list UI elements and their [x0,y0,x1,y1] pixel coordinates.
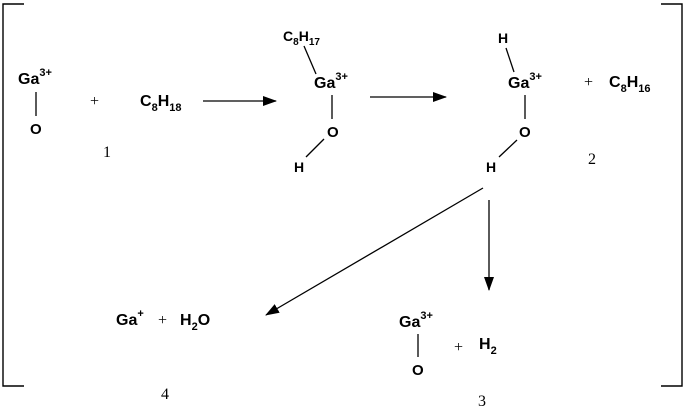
hydrogen-gas-formula: H2 [479,336,497,357]
ga-charge: 3+ [39,67,52,79]
step-label-1: 1 [103,144,111,161]
hydrogen-atom: H [294,159,304,175]
ga-symbol: Ga [18,71,39,88]
oxygen-atom: O [519,124,531,141]
step-label-4: 4 [161,386,169,403]
o-h-bond [305,138,325,158]
octane-formula: C8H18 [140,93,182,114]
octyl-group: C8H17 [283,28,320,48]
left-bracket [2,3,24,387]
step-label-2: 2 [588,151,596,168]
oxygen-atom: O [327,124,339,141]
octyl-ga-bond [303,45,317,75]
svg-text:Ga3+: Ga3+ [314,71,348,92]
step-label-3: 3 [478,393,486,408]
svg-text:Ga3+: Ga3+ [508,71,542,92]
plus-sign: + [454,339,463,356]
hydrogen-atom: H [498,30,508,46]
product-3: Ga3+ O + H2 [399,310,497,379]
arrow-to-product-4 [265,187,484,316]
octene-formula: C8H16 [609,74,651,95]
plus-sign: + [90,93,99,110]
right-bracket [661,3,683,387]
oxygen-atom: O [412,362,424,379]
species-1-gallium-oxide: Ga3+ O [18,67,52,138]
plus-sign: + [584,74,593,91]
o-h-bond [498,139,518,158]
water-formula: H2O [180,312,210,333]
h-ga-bond [505,47,515,73]
svg-text:Ga3+: Ga3+ [18,67,52,88]
svg-text:Ga3+: Ga3+ [399,310,433,331]
plus-sign: + [158,312,167,329]
intermediate-alkyl-gallium: C8H17 Ga3+ O H [283,28,348,175]
gallium-hydride-species: H Ga3+ O H [486,30,542,175]
oxygen-atom: O [30,121,42,138]
hydrogen-atom: H [486,159,496,175]
svg-text:Ga+: Ga+ [116,308,144,329]
product-4: Ga+ + H2O [116,308,210,333]
